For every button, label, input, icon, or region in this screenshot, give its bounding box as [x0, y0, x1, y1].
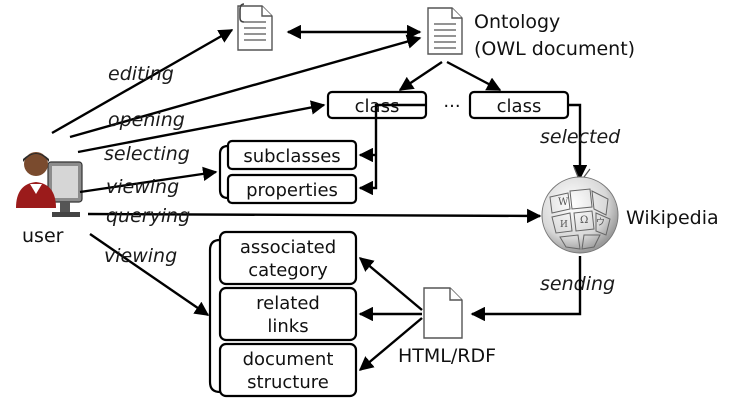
svg-text:Ω: Ω	[580, 215, 588, 226]
editing-label: editing	[108, 63, 174, 85]
document-structure-line1: document	[243, 349, 334, 370]
document-icon	[237, 3, 273, 51]
html-to-category-arrow	[358, 257, 423, 311]
svg-text:W: W	[558, 197, 569, 208]
ontology-subtitle: (OWL document)	[474, 38, 635, 60]
editing-arrow	[51, 28, 234, 135]
ontology-title: Ontology	[474, 11, 560, 33]
class-right-label: class	[497, 96, 542, 117]
wikipedia-globe-icon: W Ω И ウ	[541, 166, 619, 254]
sending-label: sending	[540, 273, 615, 295]
viewing-top-label: viewing	[106, 176, 179, 198]
viewing-bottom-label: viewing	[104, 245, 177, 267]
properties-label: properties	[246, 180, 338, 201]
related-links-node[interactable]: related links	[218, 286, 358, 342]
sending-arrow	[470, 256, 582, 322]
associated-category-line1: associated	[240, 237, 336, 258]
document-icon	[423, 287, 463, 339]
opening-label: opening	[108, 109, 185, 131]
querying-arrow	[87, 208, 542, 224]
associated-category-line2: category	[248, 260, 328, 281]
class-to-properties-arrow	[358, 155, 378, 196]
svg-text:ウ: ウ	[596, 217, 605, 228]
viewing-top-arrow	[79, 166, 218, 194]
selecting-arrow	[77, 100, 326, 154]
querying-label: querying	[106, 205, 190, 227]
user-label: user	[22, 225, 64, 247]
associated-category-node[interactable]: associated category	[218, 230, 358, 286]
subclasses-node[interactable]: subclasses	[226, 139, 358, 171]
document-icon	[427, 7, 463, 55]
subclasses-properties-bracket	[218, 144, 229, 200]
subclasses-label: subclasses	[243, 146, 340, 167]
ontology-to-class-right	[446, 60, 502, 92]
related-links-line1: related	[256, 293, 320, 314]
class-to-wikipedia-arrow	[568, 103, 588, 180]
html-rdf-label: HTML/RDF	[398, 345, 496, 367]
selected-label: selected	[540, 126, 621, 148]
wikipedia-label: Wikipedia	[626, 207, 719, 229]
html-to-structure-arrow	[358, 317, 423, 371]
class-node-right[interactable]: class	[468, 90, 570, 120]
document-structure-line2: structure	[247, 372, 329, 393]
bottom-boxes-bracket	[208, 238, 221, 394]
document-structure-node[interactable]: document structure	[218, 342, 358, 398]
viewing-bottom-arrow	[89, 233, 210, 316]
related-links-line2: links	[267, 316, 308, 337]
opening-arrow	[69, 34, 422, 139]
class-ellipsis: ···	[443, 96, 460, 117]
user-computer-icon	[16, 152, 83, 217]
class-to-subclasses-path	[374, 103, 426, 155]
svg-text:И: И	[560, 220, 568, 230]
selecting-label: selecting	[104, 143, 190, 165]
properties-node[interactable]: properties	[226, 173, 358, 205]
ontology-to-class-left	[398, 61, 443, 91]
